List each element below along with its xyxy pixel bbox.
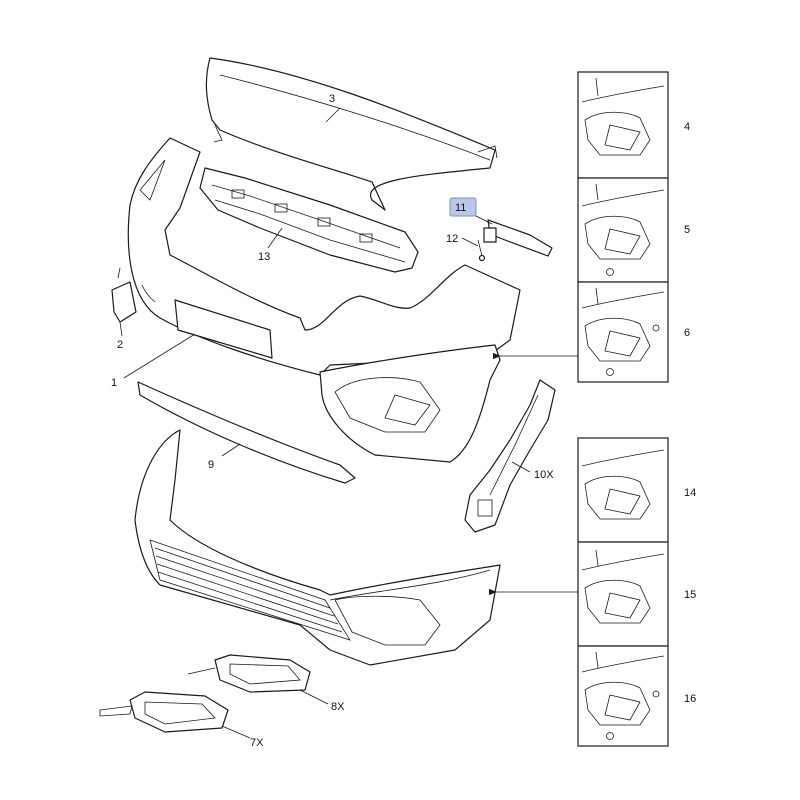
callout-5: 5 (684, 224, 690, 236)
callout-10x: 10X (534, 469, 554, 481)
callout-6: 6 (684, 327, 690, 339)
reinforcement-bracket-part (199, 167, 419, 273)
detail-panel-4 (577, 71, 669, 179)
callout-11: 11 (455, 202, 466, 214)
detail-panels (577, 71, 669, 747)
tow-hook-cover-part (111, 267, 137, 323)
callout-13: 13 (258, 251, 270, 263)
side-clip-part (483, 219, 553, 257)
callout-4: 4 (684, 121, 690, 133)
callout-15: 15 (684, 589, 696, 601)
callout-12: 12 (446, 233, 458, 245)
callout-8x: 8X (331, 701, 345, 713)
side-bracket-part (464, 379, 556, 533)
detail-panel-5 (577, 177, 669, 283)
leader-lines (119, 107, 578, 739)
lower-trim-strip-part (137, 381, 356, 484)
callout-14: 14 (684, 487, 696, 499)
fog-lamp-trim-8x-part (187, 654, 311, 693)
callout-16: 16 (684, 693, 696, 705)
callout-1: 1 (111, 377, 117, 389)
fog-lamp-trim-7x-part (99, 691, 229, 733)
callout-7x: 7X (250, 737, 264, 749)
bumper-cover-part (127, 137, 521, 376)
detail-panel-14 (577, 437, 669, 543)
lower-bumper-part (134, 429, 501, 666)
upper-trim-part (205, 57, 498, 211)
callout-11-highlight (449, 197, 477, 217)
callout-labels: 3 11 12 13 2 1 9 10X 8X 7X 4 5 6 14 15 1… (111, 93, 696, 749)
screw-part (477, 239, 486, 262)
detail-panel-6 (577, 281, 669, 383)
callout-2: 2 (117, 339, 123, 351)
callout-3: 3 (329, 93, 335, 105)
callout-9: 9 (208, 459, 214, 471)
fog-lamp-bezel-upper-part (319, 344, 501, 463)
detail-panel-15 (577, 541, 669, 647)
detail-panel-16 (577, 645, 669, 747)
